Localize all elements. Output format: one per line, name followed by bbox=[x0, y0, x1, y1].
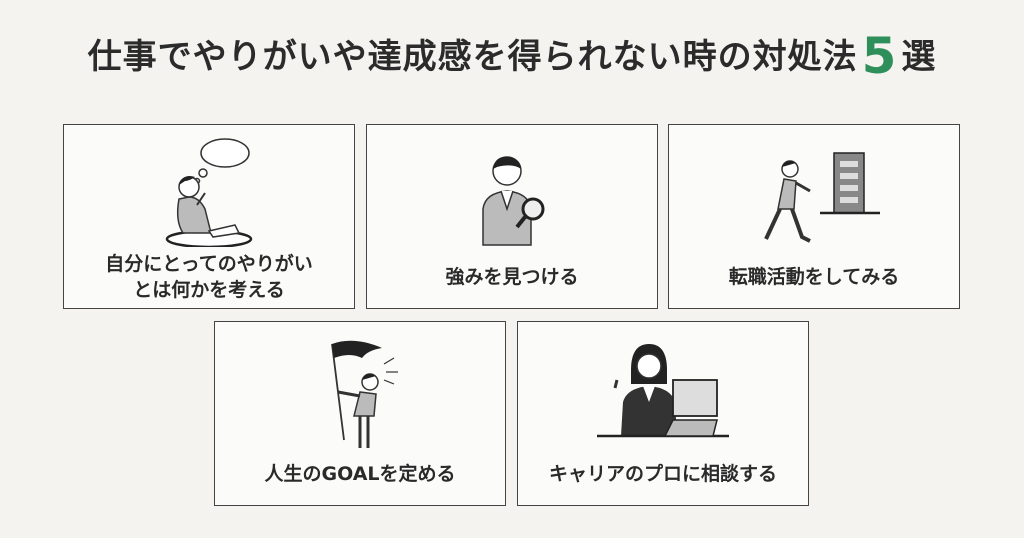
running-person-icon bbox=[744, 151, 884, 251]
card-set-goal[interactable]: 人生のGOALを定める bbox=[214, 321, 506, 506]
card-label-line: とは何かを考える bbox=[133, 279, 285, 301]
title-number: 5 bbox=[861, 27, 898, 85]
flag-person-icon bbox=[310, 336, 410, 456]
card-find-strengths[interactable]: 強みを見つける bbox=[366, 124, 658, 309]
title-text: 仕事でやりがいや達成感を得られない時の対処法 bbox=[87, 37, 858, 77]
title-suffix: 選 bbox=[901, 37, 937, 77]
thinking-person-icon bbox=[139, 135, 279, 247]
card-job-change[interactable]: 転職活動をしてみる bbox=[668, 124, 960, 309]
magnifier-person-icon bbox=[467, 149, 557, 249]
card-label-line: 転職活動をしてみる bbox=[728, 266, 900, 288]
card-label-line: キャリアのプロに相談する bbox=[548, 463, 777, 485]
card-label-line: 人生のGOALを定める bbox=[264, 463, 456, 485]
card-think-meaning[interactable]: 自分にとってのやりがい とは何かを考える bbox=[63, 124, 355, 309]
card-career-pro[interactable]: キャリアのプロに相談する bbox=[517, 321, 809, 506]
card-label-line: 強みを見つける bbox=[445, 266, 579, 288]
card-label-line: 自分にとってのやりがい bbox=[105, 253, 313, 275]
consultant-icon bbox=[593, 340, 733, 440]
